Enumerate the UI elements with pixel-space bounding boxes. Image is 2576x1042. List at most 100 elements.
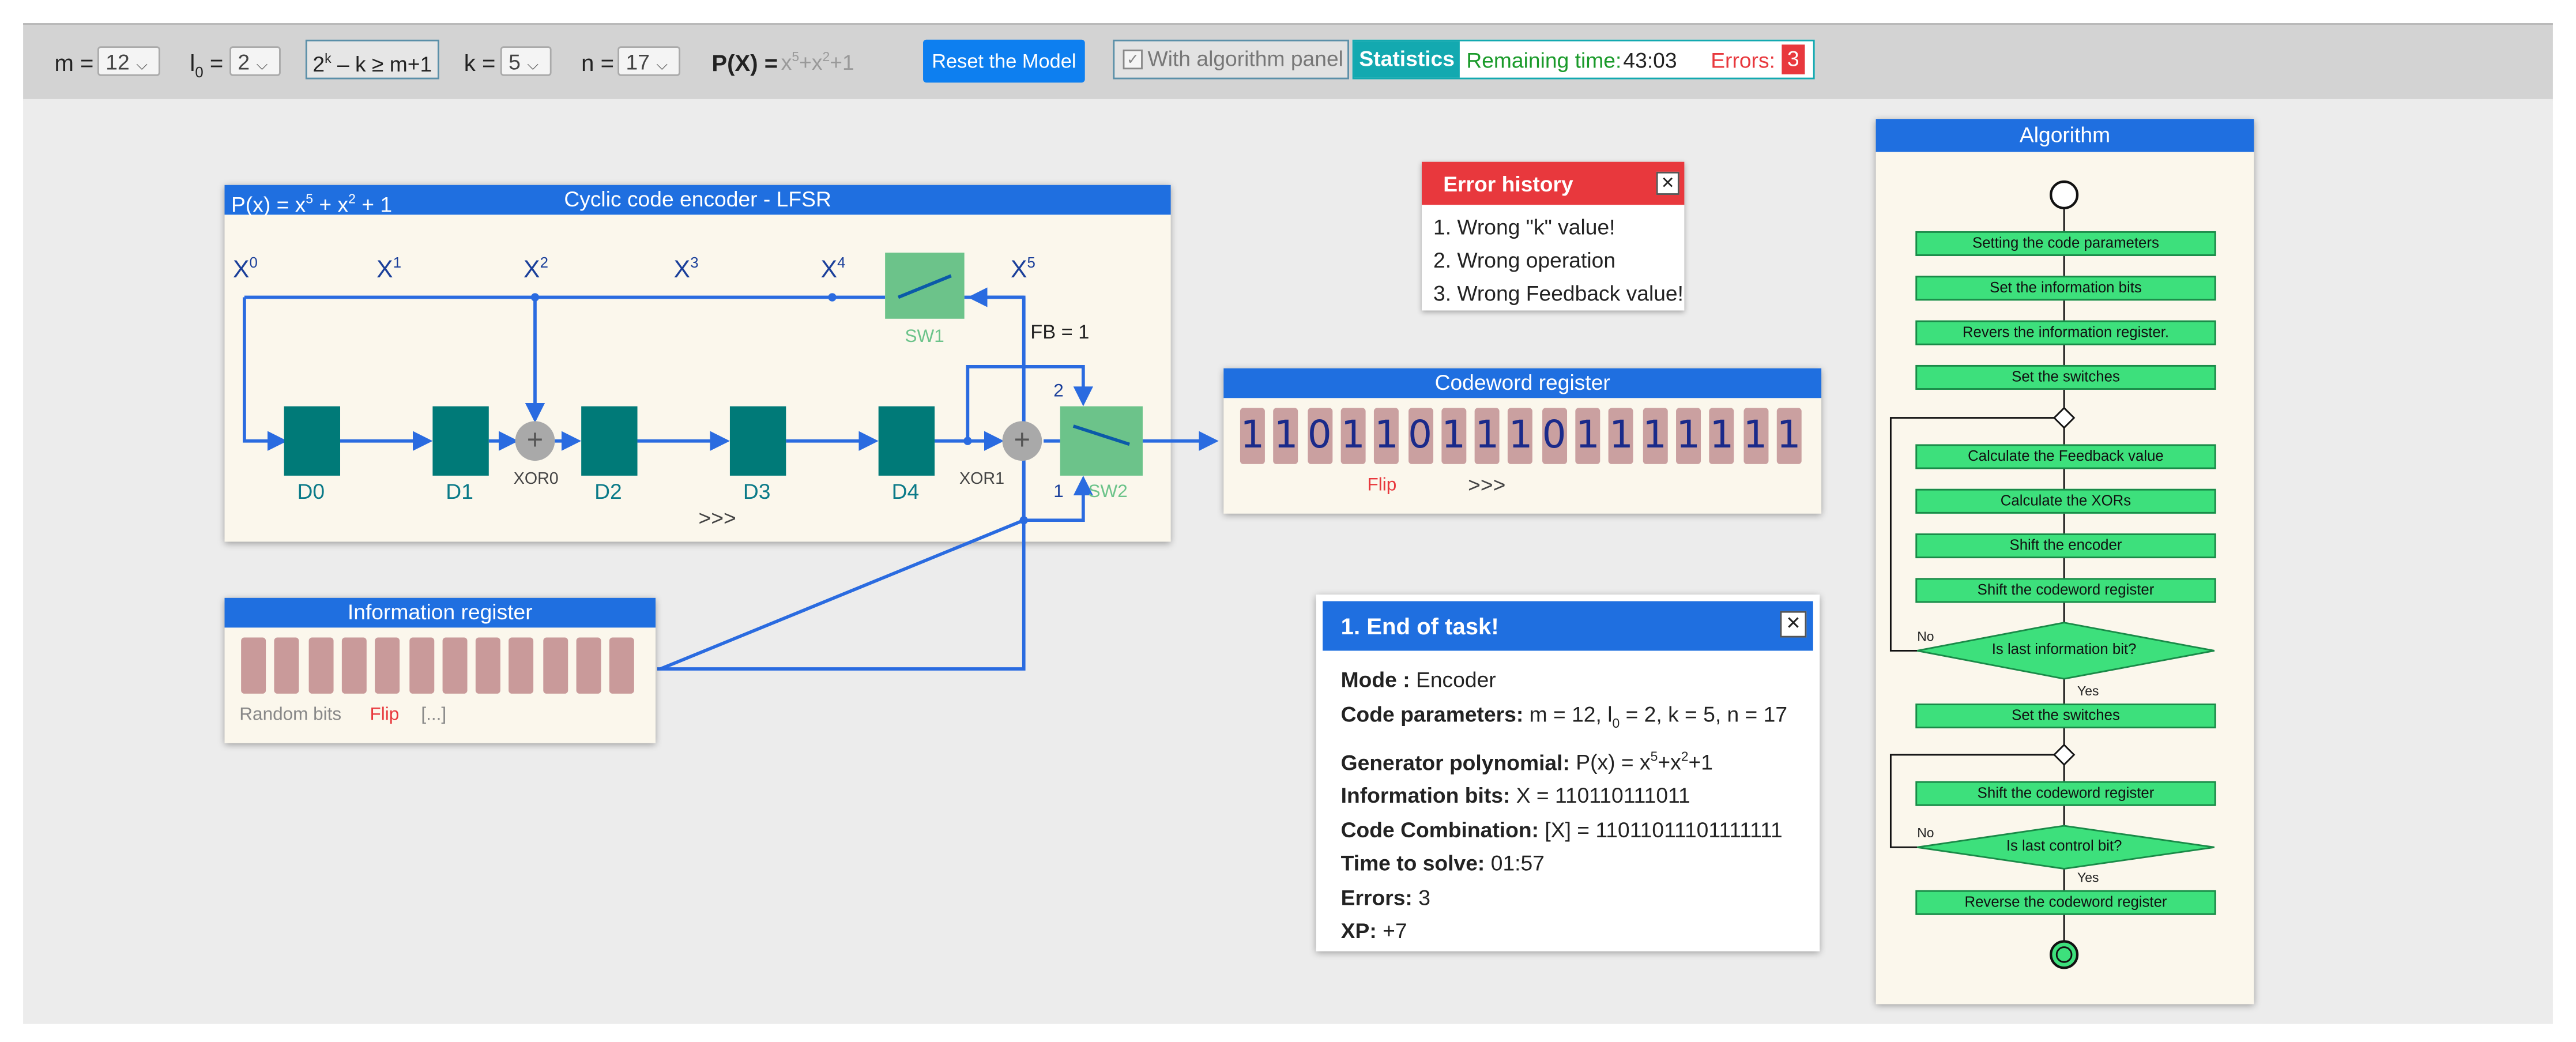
close-icon[interactable]: ✕ xyxy=(1656,171,1679,195)
information-bit-cell[interactable] xyxy=(408,637,434,694)
info-flip-button[interactable]: Flip xyxy=(370,705,400,725)
k-select-value: 5 xyxy=(509,49,521,74)
codeword-next-button[interactable]: >>> xyxy=(1468,472,1506,498)
feedback-value: FB = 1 xyxy=(1030,320,1090,344)
x1-label: X1 xyxy=(376,254,402,284)
reset-model-button[interactable]: Reset the Model xyxy=(923,39,1085,83)
register-d4[interactable] xyxy=(878,406,935,476)
step-shift-codeword: Shift the codeword register xyxy=(1915,578,2216,603)
codeword-flip-button[interactable]: Flip xyxy=(1367,475,1397,496)
codeword-bit-cell[interactable]: 1 xyxy=(1642,408,1667,464)
register-d2-label: D2 xyxy=(594,479,622,504)
codeword-bit-cell[interactable]: 1 xyxy=(1240,408,1265,464)
info-more-button[interactable]: [...] xyxy=(421,705,447,725)
sw2-position-2: 2 xyxy=(1053,381,1064,401)
decision-last-control-bit: Is last control bit? xyxy=(2006,837,2122,854)
n-label: n = xyxy=(581,49,615,76)
register-d4-label: D4 xyxy=(891,479,920,504)
error-item: 1. Wrong "k" value! xyxy=(1433,215,1615,240)
errors-row: Errors: 3 xyxy=(1341,882,1787,916)
register-d2[interactable] xyxy=(581,406,638,476)
codeword-bit-cell[interactable]: 1 xyxy=(1609,408,1634,464)
xor1-plus-icon: + xyxy=(1002,421,1042,461)
information-bit-cell[interactable] xyxy=(375,637,400,694)
m-select[interactable]: 12⌵ xyxy=(97,46,160,76)
end-of-task-header xyxy=(1323,601,1813,651)
information-bit-cell[interactable] xyxy=(509,637,534,694)
info-bits-row: Information bits: X = 110110111011 xyxy=(1341,780,1787,814)
step-set-switches-2: Set the switches xyxy=(1915,704,2216,729)
codeword-bit-cell[interactable]: 1 xyxy=(1709,408,1734,464)
information-bit-cell[interactable] xyxy=(609,637,635,694)
generator-value: P(x) = x5+x2+1 xyxy=(1576,749,1713,775)
generator-row: Generator polynomial: P(x) = x5+x2+1 xyxy=(1341,741,1787,780)
codeword-bit-cell[interactable]: 1 xyxy=(1743,408,1768,464)
xor0-plus-icon: + xyxy=(515,421,555,461)
information-bit-cell[interactable] xyxy=(308,637,333,694)
time-value: 01:57 xyxy=(1490,851,1545,877)
codeword-bit-cell[interactable]: 1 xyxy=(1474,408,1500,464)
k-select[interactable]: 5⌵ xyxy=(500,46,552,76)
code-combination-value: [X] = 11011011101111111 xyxy=(1545,817,1783,842)
encoder-next-button[interactable]: >>> xyxy=(698,505,736,531)
checkbox-icon[interactable]: ✓ xyxy=(1123,49,1143,70)
encoder-panel: P(x) = x5 + x2 + 1 Cyclic code encoder -… xyxy=(224,185,1171,542)
codeword-bit-cell[interactable]: 1 xyxy=(1508,408,1534,464)
yes-label: Yes xyxy=(2077,683,2099,699)
information-bit-cell[interactable] xyxy=(543,637,568,694)
register-d1[interactable] xyxy=(432,406,489,476)
remaining-time-value: 43:03 xyxy=(1623,48,1677,73)
time-label: Time to solve: xyxy=(1340,851,1485,877)
sw2-label: SW2 xyxy=(1088,482,1128,502)
sw2-switch[interactable] xyxy=(1060,406,1143,476)
mode-value: Encoder xyxy=(1416,667,1496,693)
info-bits-value: X = 110110111011 xyxy=(1516,783,1690,808)
encoder-header: P(x) = x5 + x2 + 1 Cyclic code encoder -… xyxy=(224,185,1171,217)
encoder-title: Cyclic code encoder - LFSR xyxy=(564,186,831,212)
codeword-bit-cell[interactable]: 1 xyxy=(1374,408,1399,464)
codeword-bit-cell[interactable]: 1 xyxy=(1441,408,1466,464)
step-shift-codeword-2: Shift the codeword register xyxy=(1915,781,2216,806)
error-history-title: Error history xyxy=(1443,171,1573,197)
end-of-task-title: 1. End of task! xyxy=(1340,612,1499,640)
step-reverse-codeword: Reverse the codeword register xyxy=(1915,890,2216,915)
codeword-bit-cell[interactable]: 1 xyxy=(1776,408,1802,464)
algorithm-panel-toggle[interactable]: ✓ With algorithm panel xyxy=(1113,39,1349,80)
x4-label: X4 xyxy=(820,254,846,284)
information-bit-cell[interactable] xyxy=(442,637,467,694)
sw1-switch[interactable] xyxy=(885,253,965,319)
codeword-bit-cell[interactable]: 1 xyxy=(1274,408,1299,464)
xp-value: +7 xyxy=(1383,919,1407,944)
register-d0[interactable] xyxy=(284,406,341,476)
codeword-bit-cell[interactable]: 0 xyxy=(1407,408,1433,464)
statistics-button[interactable]: Statistics xyxy=(1354,41,1460,78)
l0-select-value: 2 xyxy=(238,49,250,74)
x0-label: X0 xyxy=(232,254,258,284)
k-label: k = xyxy=(464,49,496,76)
px-value: x5+x2+1 xyxy=(781,49,854,75)
condition-box: 2k – k ≥ m+1 xyxy=(305,39,439,80)
information-bit-cell[interactable] xyxy=(576,637,601,694)
codeword-bit-cell[interactable]: 1 xyxy=(1575,408,1600,464)
information-bit-cell[interactable] xyxy=(341,637,367,694)
register-d3[interactable] xyxy=(729,406,786,476)
xor1-label: XOR1 xyxy=(959,471,1005,489)
codeword-bit-cell[interactable]: 0 xyxy=(1542,408,1567,464)
xp-label: XP: xyxy=(1340,919,1377,944)
codeword-bit-cell[interactable]: 0 xyxy=(1307,408,1332,464)
close-icon[interactable]: ✕ xyxy=(1780,611,1807,638)
l0-select[interactable]: 2⌵ xyxy=(229,46,281,76)
end-of-task-details: Mode : Encoder Code parameters: m = 12, … xyxy=(1341,664,1787,949)
information-bit-cell[interactable] xyxy=(476,637,501,694)
no-label: No xyxy=(1917,826,1934,841)
condition-rest: – k ≥ m+1 xyxy=(331,51,432,77)
info-bits-label: Information bits: xyxy=(1340,783,1511,808)
information-bit-cell[interactable] xyxy=(274,637,300,694)
random-bits-button[interactable]: Random bits xyxy=(239,705,342,725)
n-select[interactable]: 17⌵ xyxy=(617,46,681,76)
information-bit-cell[interactable] xyxy=(241,637,266,694)
codeword-bit-cell[interactable]: 1 xyxy=(1340,408,1366,464)
chevron-down-icon: ⌵ xyxy=(136,56,148,73)
codeword-bit-cell[interactable]: 1 xyxy=(1675,408,1701,464)
